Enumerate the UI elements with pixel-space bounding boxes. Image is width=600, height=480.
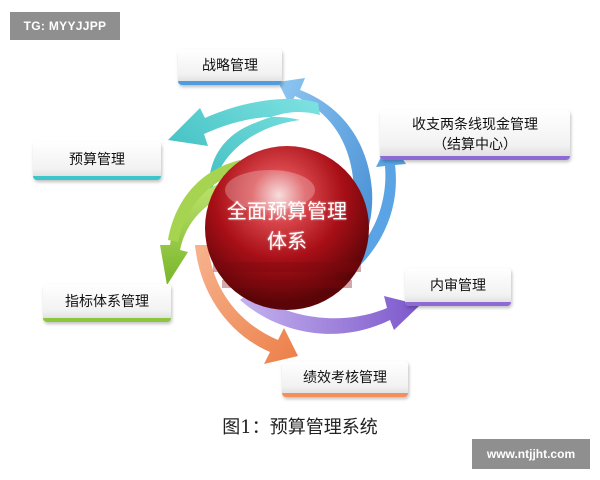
arrow-teal [168, 98, 320, 215]
box-strategy-label: 战略管理 [202, 58, 258, 74]
box-budget: 预算管理 [33, 142, 161, 180]
box-indicator-system-bar [43, 318, 171, 322]
box-cash-management-label: 收支两条线现金管理 [412, 117, 538, 133]
box-budget-bar [33, 176, 161, 180]
box-strategy-bar [178, 81, 282, 85]
figure-caption: 图1：预算管理系统 [222, 417, 378, 438]
center-sphere [205, 146, 369, 310]
center-title-line1: 全面预算管理 [227, 199, 347, 223]
box-audit-label: 内审管理 [430, 278, 486, 294]
box-strategy: 战略管理 [178, 49, 282, 85]
box-performance: 绩效考核管理 [282, 361, 408, 397]
watermark-top: TG: MYYJJPP [10, 12, 120, 40]
box-indicator-system-label: 指标体系管理 [65, 294, 149, 310]
arrow-blue-right [342, 140, 406, 275]
center-title: 全面预算管理 体系 [207, 196, 367, 256]
center-title-line2: 体系 [267, 229, 307, 253]
box-cash-management-bar [380, 156, 570, 160]
arrow-purple [240, 292, 420, 334]
watermark-bottom: www.ntjjht.com [472, 439, 590, 469]
arrow-orange [195, 245, 298, 364]
box-audit-bar [405, 302, 511, 306]
box-budget-label: 预算管理 [69, 152, 125, 168]
box-cash-management: 收支两条线现金管理 （结算中心） [380, 110, 570, 160]
box-performance-label: 绩效考核管理 [303, 370, 387, 386]
box-cash-management-sublabel: （结算中心） [433, 137, 517, 153]
box-performance-bar [282, 393, 408, 397]
box-audit: 内审管理 [405, 268, 511, 306]
box-indicator-system: 指标体系管理 [43, 284, 171, 322]
arrow-green [160, 180, 240, 285]
